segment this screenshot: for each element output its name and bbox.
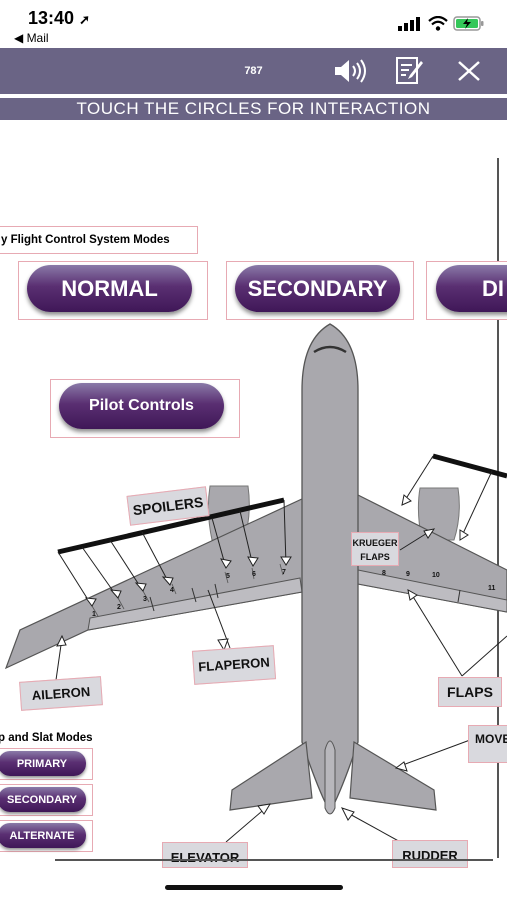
- flap-modes-heading: p and Slat Modes: [0, 732, 93, 744]
- primary-mode-button[interactable]: PRIMARY: [0, 751, 86, 776]
- top-toolbar: 787: [0, 48, 507, 94]
- panel-number: 7: [282, 569, 286, 576]
- secondary-mode-button[interactable]: SECONDARY: [235, 265, 400, 312]
- aileron-label[interactable]: AILERON: [19, 676, 103, 711]
- pilot-controls-button[interactable]: Pilot Controls: [59, 383, 224, 429]
- location-arrow-icon: ➚: [79, 12, 90, 27]
- close-icon[interactable]: [457, 60, 481, 82]
- speaker-icon[interactable]: [332, 57, 368, 85]
- spoiler-bar-right: [432, 453, 507, 479]
- right-engine: [417, 487, 460, 541]
- panel-number: 5: [226, 573, 230, 580]
- right-stabilizer: [349, 740, 437, 811]
- instruction-banner: TOUCH THE CIRCLES FOR INTERACTION: [0, 98, 507, 120]
- rudder-label[interactable]: RUDDER: [392, 840, 468, 868]
- panel-number: 1: [92, 611, 96, 618]
- panel-number: 6: [252, 571, 256, 578]
- secondary-flap-mode-button[interactable]: SECONDARY: [0, 787, 86, 812]
- panel-number: 8: [382, 570, 386, 577]
- panel-number: 10: [432, 572, 440, 579]
- krueger-flaps-label-line2: FLAPS: [360, 552, 390, 562]
- flight-modes-heading: y Flight Control System Modes: [1, 234, 170, 246]
- home-indicator[interactable]: [165, 885, 343, 890]
- panel-number: 9: [406, 571, 410, 578]
- fuselage: [301, 323, 359, 814]
- panel-number: 4: [170, 587, 174, 594]
- back-to-mail-link[interactable]: ◀ Mail: [14, 31, 49, 45]
- header-title: 787: [244, 65, 263, 77]
- panel-number: 11: [488, 585, 496, 592]
- signal-icon: [398, 17, 420, 31]
- panel-number: 3: [143, 596, 147, 603]
- flaps-label[interactable]: FLAPS: [438, 677, 502, 707]
- notes-edit-icon[interactable]: [394, 55, 424, 87]
- normal-mode-button[interactable]: NORMAL: [27, 265, 192, 312]
- krueger-flaps-label[interactable]: KRUEGER FLAPS: [351, 532, 399, 566]
- battery-charging-icon: [453, 16, 484, 31]
- flaperon-label[interactable]: FLAPERON: [191, 645, 277, 685]
- wifi-icon: [428, 16, 448, 31]
- krueger-flaps-label-line1: KRUEGER: [352, 538, 398, 548]
- aircraft-diagram: 1 2 3 4 5 6 7 8 9 10 11: [4, 323, 507, 845]
- direct-mode-button[interactable]: DI: [436, 265, 507, 312]
- left-stabilizer: [229, 740, 313, 811]
- status-bar: 13:40 ➚ ◀ Mail: [0, 0, 507, 48]
- panel-number: 2: [117, 604, 121, 611]
- status-time: 13:40: [28, 8, 75, 28]
- flight-modes-heading-box: y Flight Control System Modes: [0, 226, 198, 254]
- alternate-mode-button[interactable]: ALTERNATE: [0, 823, 86, 848]
- elevator-label[interactable]: ELEVATOR: [162, 842, 248, 868]
- horizontal-scrollbar[interactable]: [55, 859, 493, 861]
- move-label[interactable]: MOVE: [468, 725, 507, 763]
- spoiler-bar: [57, 497, 285, 555]
- left-wing: [4, 497, 305, 670]
- scrollbar[interactable]: [497, 158, 499, 858]
